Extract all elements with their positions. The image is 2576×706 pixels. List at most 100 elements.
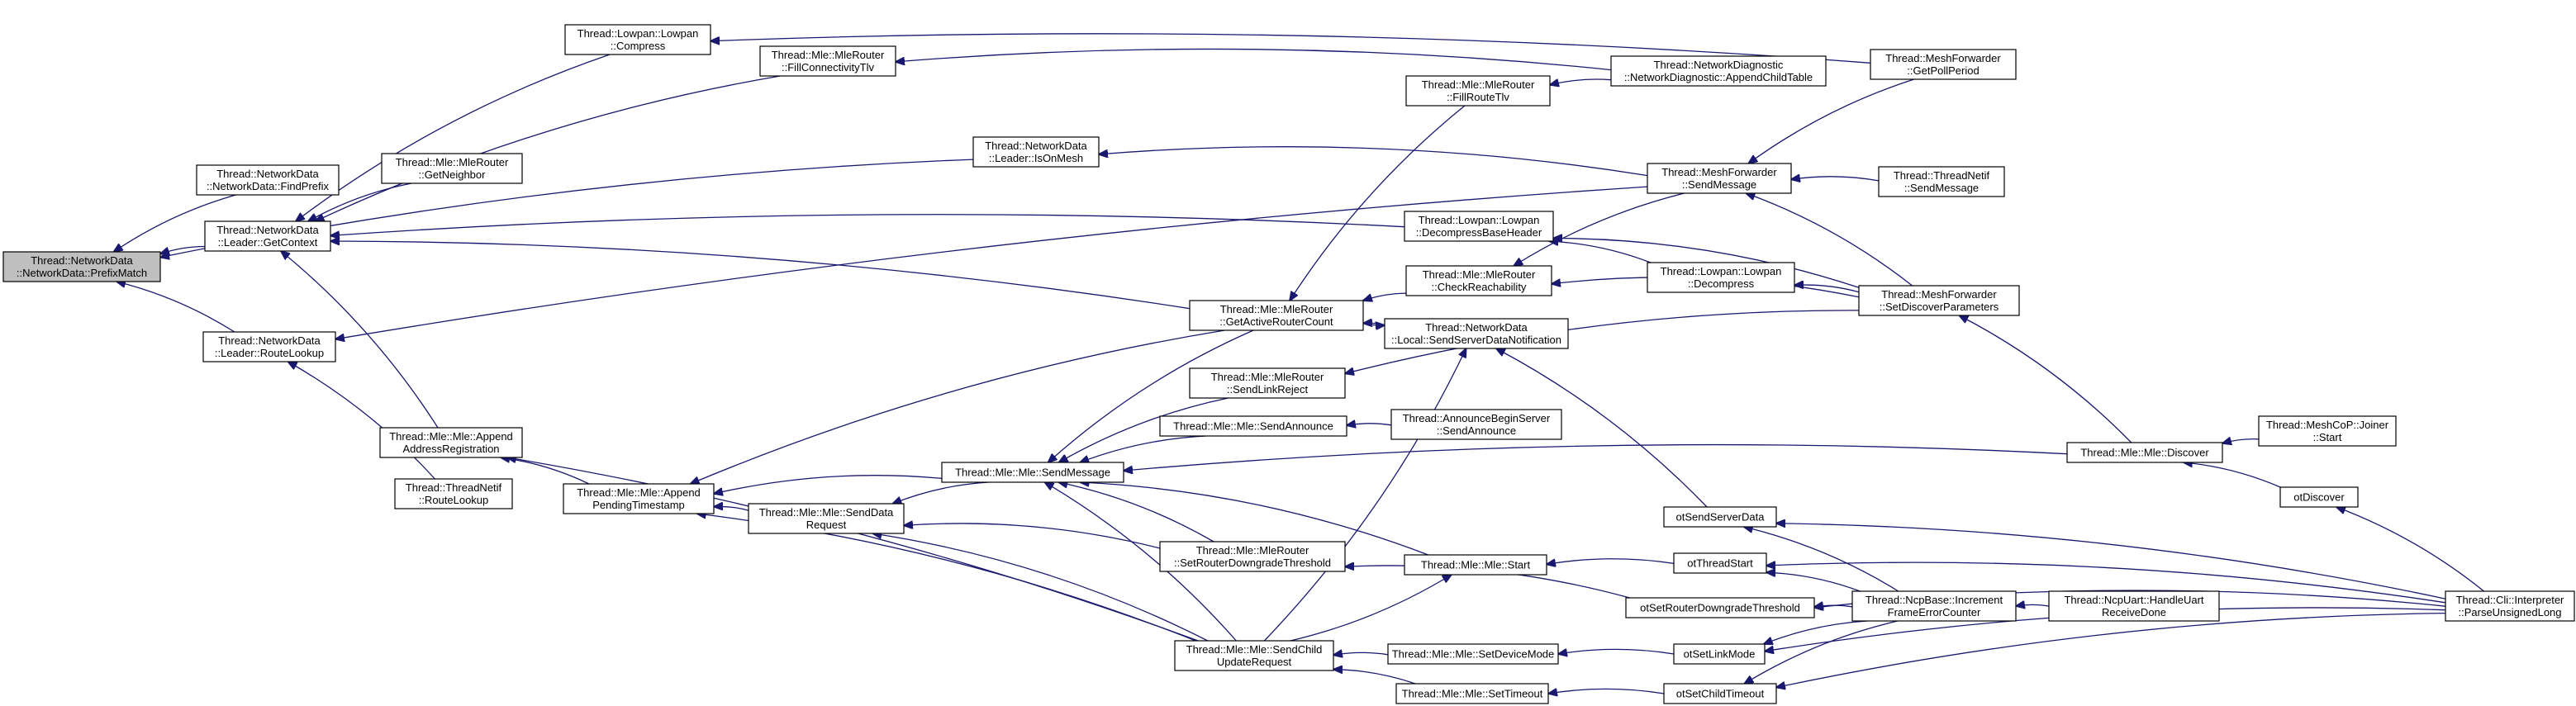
node-sendmessage_mle[interactable]: Thread::Mle::Mle::SendMessage bbox=[941, 462, 1124, 483]
node-label: ::FillRouteTlv bbox=[1447, 91, 1509, 103]
node-getactiverouter[interactable]: Thread::Mle::MleRouter::GetActiveRouterC… bbox=[1189, 300, 1364, 331]
node-box bbox=[1174, 640, 1334, 671]
edge-setdiscover-to-meshsendmessage bbox=[1746, 193, 1913, 287]
node-box bbox=[1625, 597, 1815, 618]
node-box bbox=[1647, 262, 1795, 293]
node-getneighbor[interactable]: Thread::Mle::MleRouter::GetNeighbor bbox=[381, 153, 523, 184]
node-getpollperiod[interactable]: Thread::MeshForwarder::GetPollPeriod bbox=[1870, 49, 2017, 80]
node-otsetlinkmode[interactable]: otSetLinkMode bbox=[1673, 643, 1766, 665]
node-fillroutetlv[interactable]: Thread::Mle::MleRouter::FillRouteTlv bbox=[1405, 75, 1551, 107]
node-box bbox=[941, 462, 1124, 483]
node-otsendserverdata[interactable]: otSendServerData bbox=[1663, 506, 1777, 528]
node-label: ::SendLinkReject bbox=[1227, 383, 1309, 396]
edge-setdiscover-to-decompressbase bbox=[1553, 239, 1860, 288]
edge-announcebegin-to-sendannounce bbox=[1347, 424, 1392, 425]
node-sendannounce[interactable]: Thread::Mle::Mle::SendAnnounce bbox=[1159, 415, 1347, 437]
node-setdevicemode[interactable]: Thread::Mle::Mle::SetDeviceMode bbox=[1387, 643, 1559, 665]
node-isonmesh[interactable]: Thread::NetworkData::Leader::IsOnMesh bbox=[972, 136, 1100, 168]
node-getcontext[interactable]: Thread::NetworkData::Leader::GetContext bbox=[204, 220, 331, 252]
node-box bbox=[381, 153, 523, 184]
node-label: Thread::Mle::Mle::Append bbox=[389, 430, 513, 443]
edge-otsetlinkmode-to-setdevicemode bbox=[1558, 649, 1675, 654]
node-label: Thread::NetworkData bbox=[218, 334, 321, 347]
node-fillconn[interactable]: Thread::Mle::MleRouter::FillConnectivity… bbox=[759, 45, 896, 77]
node-checkreach[interactable]: Thread::Mle::MleRouter::CheckReachabilit… bbox=[1405, 265, 1552, 296]
node-label: FrameErrorCounter bbox=[1888, 606, 1981, 618]
node-otdiscover[interactable]: otDiscover bbox=[2279, 486, 2359, 508]
node-label: otDiscover bbox=[2293, 491, 2345, 504]
node-parseunsigned[interactable]: Thread::Cli::Interpreter::ParseUnsignedL… bbox=[2445, 590, 2575, 622]
node-box bbox=[1851, 590, 2017, 622]
edge-sendchild-to-sendserverdata bbox=[1263, 348, 1466, 642]
node-discover[interactable]: Thread::Mle::Mle::Discover bbox=[2066, 442, 2223, 463]
node-label: otSetChildTimeout bbox=[1676, 688, 1765, 700]
node-tn_sendmessage[interactable]: Thread::ThreadNetif::SendMessage bbox=[1878, 166, 2005, 197]
node-tn_routelookup[interactable]: Thread::ThreadNetif::RouteLookup bbox=[394, 478, 513, 509]
edge-setdiscover-to-decompress bbox=[1794, 285, 1860, 293]
edge-incrementframe-to-otsetchildtimeout bbox=[1744, 620, 1899, 684]
node-sendlinkreject[interactable]: Thread::Mle::MleRouter::SendLinkReject bbox=[1189, 367, 1346, 399]
edge-setrouterdowngrade-to-sendmessage_mle bbox=[1058, 482, 1214, 543]
edge-appendaddr-to-getcontext bbox=[281, 251, 439, 429]
node-otsetrouterdowngrade[interactable]: otSetRouterDowngradeThreshold bbox=[1625, 597, 1815, 618]
node-findprefix[interactable]: Thread::NetworkData::NetworkData::FindPr… bbox=[196, 164, 340, 196]
node-announcebegin[interactable]: Thread::AnnounceBeginServer::SendAnnounc… bbox=[1390, 409, 1562, 440]
node-box bbox=[394, 478, 513, 509]
node-setrouterdowngrade[interactable]: Thread::Mle::MleRouter::SetRouterDowngra… bbox=[1159, 541, 1346, 572]
node-label: Thread::Mle::MleRouter bbox=[396, 156, 509, 168]
node-label: PendingTimestamp bbox=[592, 499, 685, 511]
node-settimeout[interactable]: Thread::Mle::Mle::SetTimeout bbox=[1395, 683, 1549, 704]
node-box bbox=[379, 427, 523, 458]
node-routelookup[interactable]: Thread::NetworkData::Leader::RouteLookup bbox=[202, 331, 336, 362]
node-appendchildtable[interactable]: Thread::NetworkDiagnostic::NetworkDiagno… bbox=[1610, 55, 1827, 87]
node-box bbox=[1395, 683, 1549, 704]
edge-getneighbor-to-getcontext bbox=[308, 182, 412, 221]
node-box bbox=[1390, 409, 1562, 440]
edge-incrementframe-to-otthreadstart bbox=[1766, 572, 1861, 592]
node-joinerstart[interactable]: Thread::MeshCoP::Joiner::Start bbox=[2258, 415, 2397, 447]
node-compress[interactable]: Thread::Lowpan::Lowpan::Compress bbox=[564, 24, 711, 55]
node-box bbox=[1673, 643, 1766, 665]
node-meshsendmessage[interactable]: Thread::MeshForwarder::SendMessage bbox=[1647, 163, 1792, 194]
node-label: ::Local::SendServerDataNotification bbox=[1391, 334, 1561, 346]
edge-settimeout-to-sendchild bbox=[1333, 670, 1416, 685]
node-setdiscover[interactable]: Thread::MeshForwarder::SetDiscoverParame… bbox=[1858, 285, 2020, 316]
node-label: Thread::AnnounceBeginServer bbox=[1403, 412, 1551, 424]
node-box bbox=[2066, 442, 2223, 463]
node-label: Thread::Mle::Mle::Start bbox=[1421, 559, 1531, 571]
node-box bbox=[202, 331, 336, 362]
node-label: otSetLinkMode bbox=[1684, 648, 1756, 661]
node-label: ::SendMessage bbox=[1682, 178, 1756, 191]
edge-getpollperiod-to-meshsendmessage bbox=[1748, 78, 1914, 163]
node-label: Thread::Lowpan::Lowpan bbox=[1419, 214, 1540, 226]
node-box bbox=[2, 251, 161, 282]
node-box bbox=[1159, 541, 1346, 572]
node-incrementframe[interactable]: Thread::NcpBase::IncrementFrameErrorCoun… bbox=[1851, 590, 2017, 622]
edge-appendpending-to-appendaddr bbox=[501, 457, 590, 485]
node-label: ::Compress bbox=[611, 40, 666, 52]
node-mlestart[interactable]: Thread::Mle::Mle::Start bbox=[1404, 554, 1547, 576]
edge-sendmessage_mle-to-senddatareq bbox=[892, 481, 989, 504]
edge-joinerstart-to-discover bbox=[2222, 439, 2260, 443]
node-root[interactable]: Thread::NetworkData::NetworkData::Prefix… bbox=[2, 251, 161, 282]
node-label: ::SetRouterDowngradeThreshold bbox=[1174, 557, 1331, 569]
node-appendaddr[interactable]: Thread::Mle::Mle::AppendAddressRegistrat… bbox=[379, 427, 523, 458]
node-label: ::SetDiscoverParameters bbox=[1880, 301, 1999, 313]
node-otthreadstart[interactable]: otThreadStart bbox=[1673, 552, 1767, 574]
node-sendserverdata[interactable]: Thread::NetworkData::Local::SendServerDa… bbox=[1384, 318, 1569, 349]
node-label: ::Leader::GetContext bbox=[218, 236, 318, 249]
edge-otsendserverdata-to-sendserverdata bbox=[1496, 348, 1708, 508]
node-label: ReceiveDone bbox=[2102, 606, 2166, 618]
node-box bbox=[2048, 590, 2220, 622]
node-label: Thread::Cli::Interpreter bbox=[2456, 594, 2564, 606]
edge-tn_routelookup-to-routelookup bbox=[288, 362, 435, 480]
node-otsetchildtimeout[interactable]: otSetChildTimeout bbox=[1663, 683, 1777, 704]
node-box bbox=[2258, 415, 2397, 447]
node-decompressbase[interactable]: Thread::Lowpan::Lowpan::DecompressBaseHe… bbox=[1404, 211, 1554, 242]
node-label: Thread::Mle::Mle::SendData bbox=[759, 506, 894, 519]
node-decompress[interactable]: Thread::Lowpan::Lowpan::Decompress bbox=[1647, 262, 1795, 293]
